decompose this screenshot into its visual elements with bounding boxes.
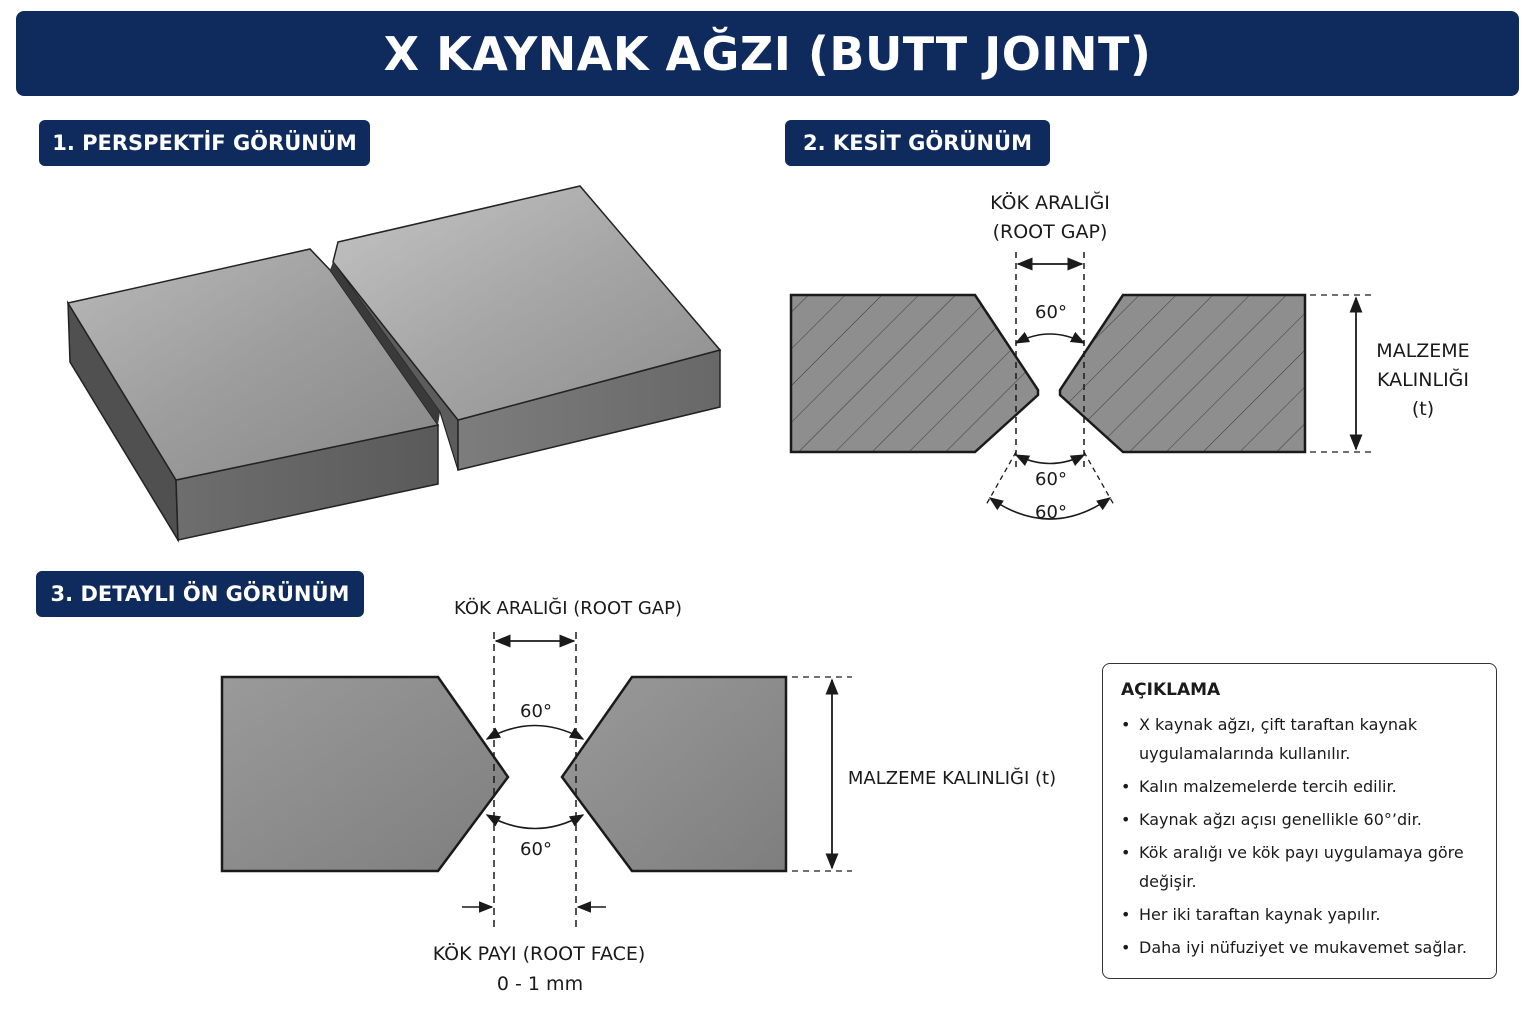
legend-item: Kök aralığı ve kök payı uygulamaya göre … (1121, 838, 1478, 896)
cross-section-diagram (789, 252, 1372, 520)
perspective-gap (330, 262, 440, 425)
cross-angle-bottom-outer-label: 60° (1035, 502, 1067, 523)
perspective-plates (66, 185, 722, 543)
legend-item: Kaynak ağzı açısı genellikle 60°’dir. (1121, 805, 1478, 834)
front-angle-arc-bottom (485, 814, 585, 830)
right-plate-top-face (332, 185, 722, 421)
legend-box: AÇIKLAMA X kaynak ağzı, çift taraftan ka… (1102, 663, 1497, 979)
front-angle-top-label: 60° (520, 701, 552, 722)
cross-root-gap-label-1: KÖK ARALIĞI (990, 190, 1110, 214)
cross-angle-bottom-inner-label: 60° (1035, 469, 1067, 490)
cross-thickness-label-2: KALINLIĞI (1377, 367, 1469, 391)
legend-item: X kaynak ağzı, çift taraftan kaynak uygu… (1121, 710, 1478, 768)
front-right-plate (560, 675, 788, 873)
legend-item: Daha iyi nüfuziyet ve mukavemet sağlar. (1121, 933, 1478, 962)
front-angle-arc-top (485, 724, 585, 740)
cross-section-right-plate (1058, 293, 1307, 454)
front-root-gap-label: KÖK ARALIĞI (ROOT GAP) (454, 597, 682, 619)
page-title: X KAYNAK AĞZI (BUTT JOINT) (383, 26, 1152, 81)
legend-item: Kalın malzemelerde tercih edilir. (1121, 772, 1478, 801)
section-label-front-detail: 3. DETAYLI ÖN GÖRÜNÜM (36, 571, 364, 617)
cross-root-gap-label-2: (ROOT GAP) (993, 221, 1108, 243)
front-root-face-label: KÖK PAYI (ROOT FACE) (433, 942, 646, 965)
cross-angle-arc-top (1014, 331, 1086, 344)
legend-list: X kaynak ağzı, çift taraftan kaynak uygu… (1121, 710, 1478, 962)
front-detail-diagram (220, 632, 852, 932)
section-label-cross-section: 2. KESİT GÖRÜNÜM (785, 120, 1050, 166)
cross-thickness-label-3: (t) (1412, 398, 1434, 420)
cross-angle-top-label: 60° (1035, 302, 1067, 323)
title-bar: X KAYNAK AĞZI (BUTT JOINT) (16, 11, 1519, 96)
legend-item: Her iki taraftan kaynak yapılır. (1121, 900, 1478, 929)
front-angle-bottom-label: 60° (520, 839, 552, 860)
cross-thickness-label-1: MALZEME (1376, 340, 1469, 362)
legend-title: AÇIKLAMA (1121, 680, 1221, 700)
cross-section-left-plate (789, 293, 1040, 454)
front-thickness-label: MALZEME KALINLIĞI (t) (848, 767, 1056, 789)
cross-angle-arc-bottom-outer (988, 497, 1112, 520)
cross-angle-arc-bottom-inner (1014, 454, 1086, 466)
front-root-face-value: 0 - 1 mm (497, 973, 583, 995)
section-label-perspective: 1. PERSPEKTİF GÖRÜNÜM (39, 120, 370, 166)
front-left-plate (220, 675, 510, 873)
